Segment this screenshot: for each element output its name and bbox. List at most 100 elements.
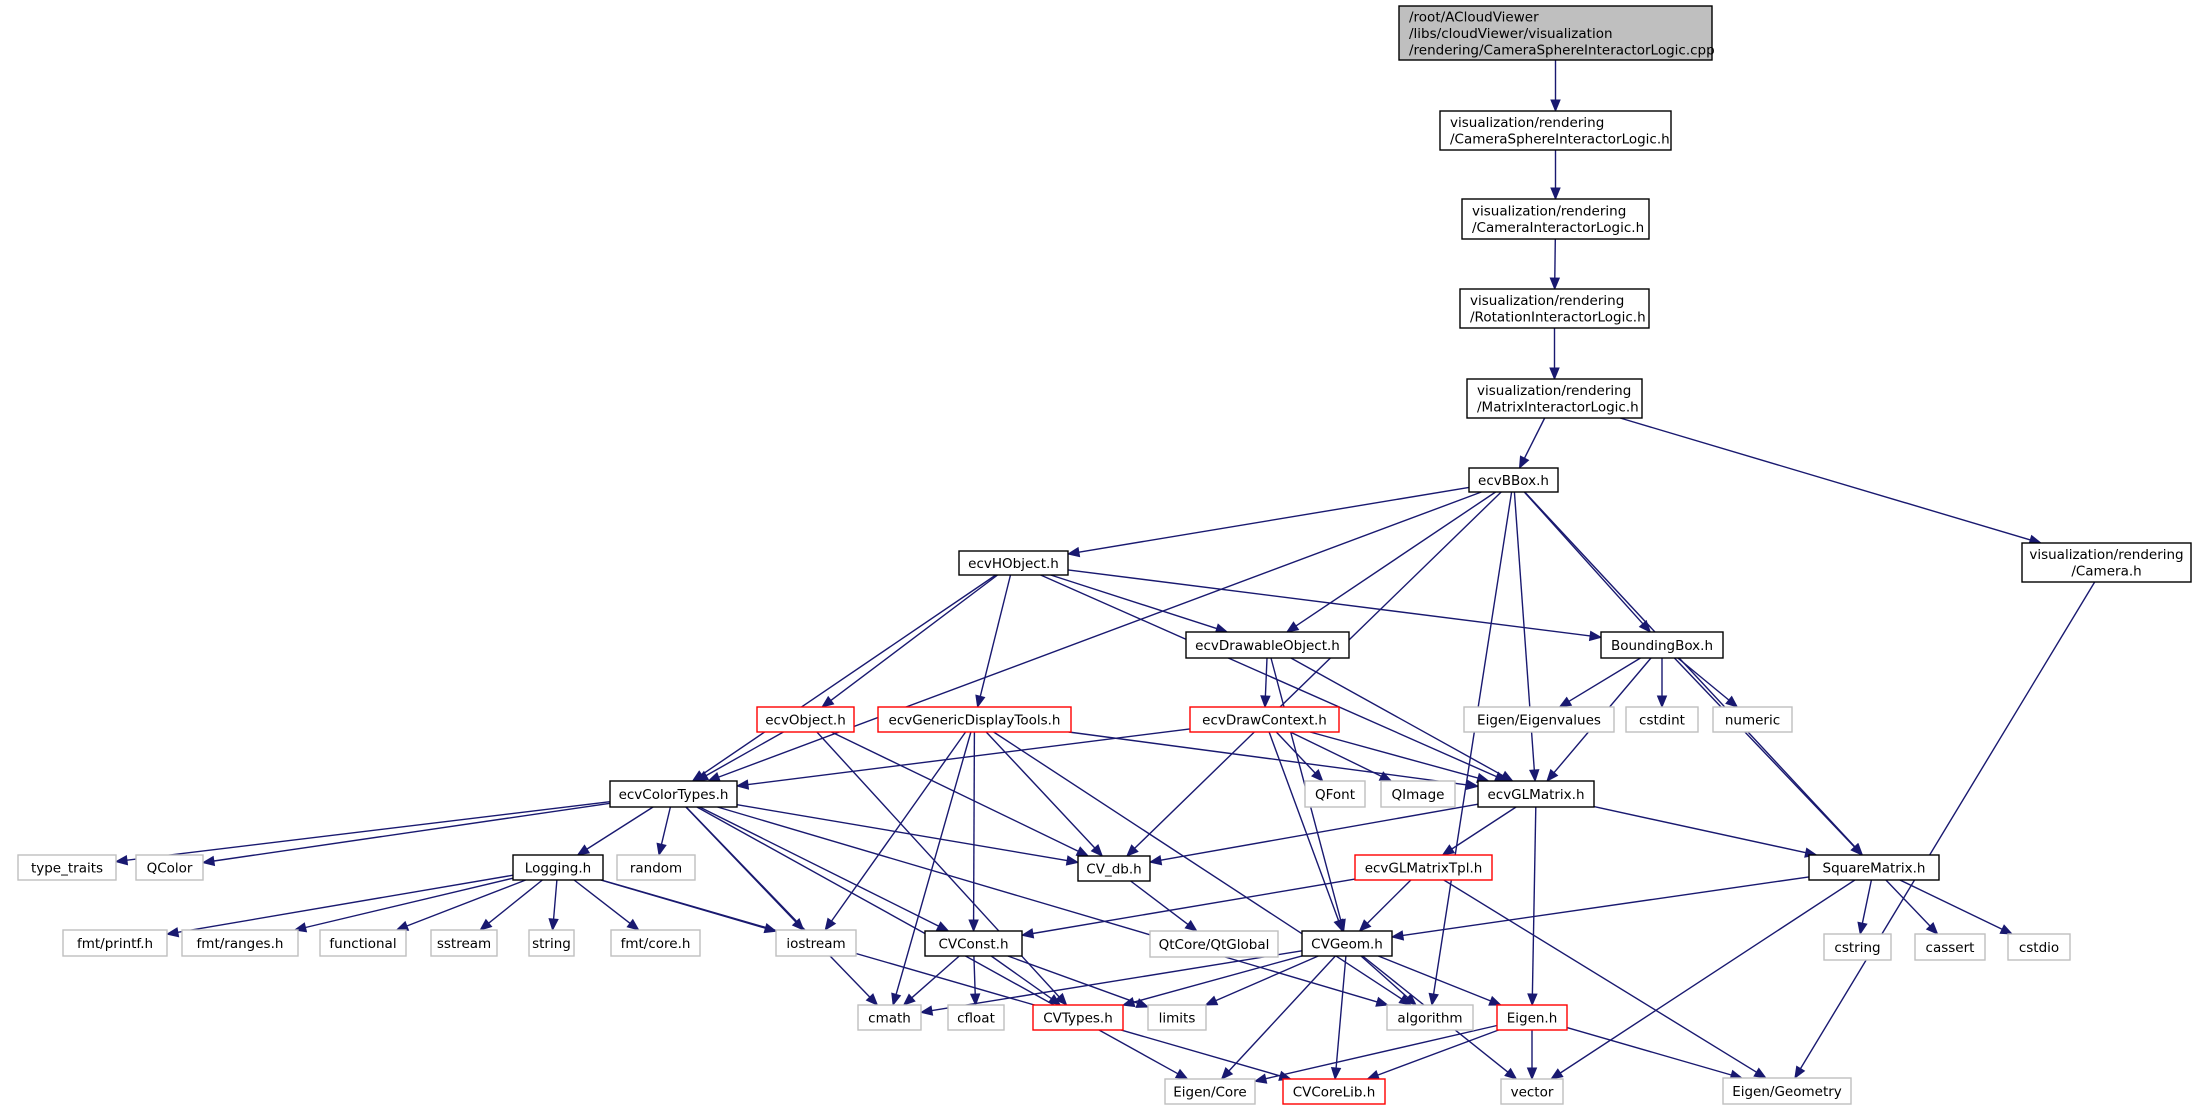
node-eigenvalues[interactable]: Eigen/Eigenvalues [1463, 706, 1615, 733]
edge-gdt-to-iostream [824, 731, 967, 932]
node-string[interactable]: string [528, 929, 575, 957]
node-cstdio[interactable]: cstdio [2007, 933, 2071, 961]
node-eigen[interactable]: Eigen.h [1496, 1004, 1568, 1031]
node-gdt[interactable]: ecvGenericDisplayTools.h [877, 706, 1072, 733]
node-type_traits[interactable]: type_traits [17, 854, 117, 881]
edge-line [972, 731, 976, 921]
edge-bbox-to-glmatrix [1513, 491, 1540, 783]
arrowhead-icon [1441, 844, 1456, 856]
node-cvgeom[interactable]: CVGeom.h [1301, 930, 1393, 957]
node-label: CV_db.h [1086, 861, 1141, 877]
edge-line [993, 731, 1403, 1000]
node-qtglobal[interactable]: QtCore/QtGlobal [1149, 930, 1279, 958]
edge-logging-to-sstream [479, 879, 543, 931]
node-fmtranges[interactable]: fmt/ranges.h [181, 929, 299, 957]
node-cstring[interactable]: cstring [1823, 933, 1892, 961]
edge-hobject-to-object [821, 574, 999, 708]
node-mil[interactable]: visualization/rendering/MatrixInteractor… [1466, 378, 1643, 419]
node-cfloat[interactable]: cfloat [947, 1004, 1005, 1031]
edge-colortypes-to-logging [576, 806, 654, 856]
node-fmtcore[interactable]: fmt/core.h [610, 929, 701, 957]
node-ril[interactable]: visualization/rendering/RotationInteract… [1459, 288, 1650, 329]
node-cvconst[interactable]: CVConst.h [924, 930, 1023, 957]
node-cil[interactable]: visualization/rendering/CameraInteractor… [1461, 198, 1650, 240]
node-logging[interactable]: Logging.h [512, 854, 604, 881]
node-cmath[interactable]: cmath [857, 1004, 922, 1031]
node-glmatrixtpl[interactable]: ecvGLMatrixTpl.h [1354, 854, 1493, 881]
arrowhead-icon [1253, 1073, 1268, 1084]
node-cvdb[interactable]: CV_db.h [1077, 855, 1151, 882]
edge-glmatrixtpl-to-cvgeom [1358, 879, 1412, 932]
edge-glmatrix-to-cvdb [1148, 803, 1479, 866]
node-csil[interactable]: visualization/rendering/CameraSphereInte… [1439, 110, 1672, 151]
edge-line [1566, 1026, 1732, 1076]
edge-logging-to-string [548, 879, 559, 932]
node-vector[interactable]: vector [1500, 1078, 1564, 1105]
node-label: /root/ACloudViewer [1409, 9, 1539, 25]
node-label: cstdio [2019, 940, 2059, 956]
arrowhead-icon [1638, 619, 1652, 633]
edge-object-to-cvdb [831, 731, 1090, 857]
node-eigengeometry[interactable]: Eigen/Geometry [1722, 1077, 1852, 1105]
node-qimage[interactable]: QImage [1380, 780, 1456, 808]
edge-gdt-to-cvconst [968, 731, 979, 933]
node-cvtypes[interactable]: CVTypes.h [1032, 1004, 1124, 1031]
node-box [135, 854, 204, 881]
node-root[interactable]: /root/ACloudViewer/libs/cloudViewer/visu… [1398, 5, 1715, 61]
node-qfont[interactable]: QFont [1304, 780, 1366, 808]
node-glmatrix[interactable]: ecvGLMatrix.h [1477, 780, 1595, 808]
node-sstream[interactable]: sstream [430, 929, 498, 957]
edge-csil-to-cil [1550, 150, 1561, 201]
edge-ril-to-mil [1549, 328, 1560, 381]
node-hobject[interactable]: ecvHObject.h [958, 550, 1069, 576]
node-limits[interactable]: limits [1147, 1004, 1207, 1031]
node-cvcorelib[interactable]: CVCoreLib.h [1282, 1078, 1386, 1105]
node-qcolor[interactable]: QColor [135, 854, 204, 881]
edge-hobject-to-glmatrix [1040, 574, 1508, 782]
edge-line [1523, 491, 1644, 625]
arrowhead-icon [1054, 992, 1068, 1006]
arrowhead-icon [1075, 846, 1090, 857]
node-box [1463, 706, 1615, 733]
node-boundingbox[interactable]: BoundingBox.h [1600, 631, 1724, 659]
node-eigencore[interactable]: Eigen/Core [1164, 1078, 1256, 1105]
node-label: sstream [437, 936, 491, 952]
node-functional[interactable]: functional [319, 929, 407, 957]
arrowhead-icon [968, 919, 979, 933]
edge-line [1130, 880, 1189, 925]
node-fmtprintf[interactable]: fmt/printf.h [62, 929, 168, 957]
edge-logging-to-fmtcore [573, 879, 640, 931]
node-box [924, 930, 1023, 957]
arrowhead-icon [1311, 769, 1324, 782]
edge-hobject-to-colortypes [691, 574, 997, 782]
node-numeric[interactable]: numeric [1712, 706, 1793, 733]
edge-line [573, 879, 631, 924]
edge-line [1289, 731, 1382, 777]
node-camera[interactable]: visualization/rendering/Camera.h [2021, 542, 2192, 583]
node-box [609, 780, 738, 808]
node-drawable[interactable]: ecvDrawableObject.h [1185, 631, 1350, 659]
edge-line [831, 731, 967, 922]
edge-line [1619, 417, 2031, 541]
node-box [1459, 288, 1650, 329]
node-iostream[interactable]: iostream [775, 929, 857, 957]
node-cassert[interactable]: cassert [1914, 933, 1986, 961]
node-box [319, 929, 407, 957]
node-cstdint[interactable]: cstdint [1625, 706, 1699, 733]
edge-cvconst-to-cfloat [969, 955, 981, 1007]
node-colortypes[interactable]: ecvColorTypes.h [609, 780, 738, 808]
edge-line [177, 874, 514, 933]
edge-gdt-to-glmatrix [1068, 731, 1480, 790]
node-bbox[interactable]: ecvBBox.h [1468, 467, 1559, 493]
arrowhead-icon [735, 779, 750, 790]
node-object[interactable]: ecvObject.h [756, 706, 855, 733]
edge-boundingbox-to-cstdint [1656, 658, 1668, 709]
edge-cvconst-to-limits [1007, 955, 1150, 1008]
edge-cvdb-to-qtglobal [1130, 880, 1198, 932]
node-drawctx[interactable]: ecvDrawContext.h [1189, 706, 1340, 733]
node-random[interactable]: random [616, 854, 696, 881]
arrowhead-icon [1174, 1068, 1189, 1080]
node-algorithm[interactable]: algorithm [1386, 1004, 1474, 1031]
edge-drawctx-to-qfont [1275, 731, 1324, 782]
node-squarematrix[interactable]: SquareMatrix.h [1808, 854, 1940, 881]
